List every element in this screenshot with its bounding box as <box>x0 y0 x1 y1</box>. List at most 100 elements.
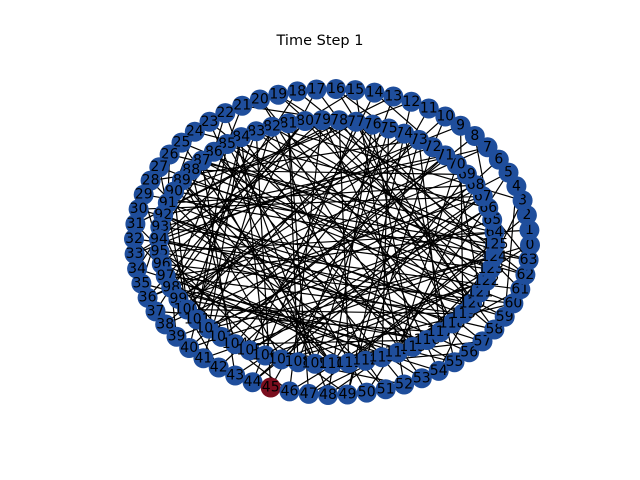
node-45-label: 45 <box>262 380 280 396</box>
node-15-marker <box>345 80 366 101</box>
edge-90-100 <box>173 191 188 310</box>
node-14: 14 <box>364 82 385 103</box>
edge-75-113 <box>381 128 390 358</box>
node-5-label: 5 <box>504 165 513 181</box>
edge-50-85 <box>226 143 368 393</box>
node-34-label: 34 <box>128 261 146 277</box>
node-9-marker <box>450 115 471 136</box>
edge-11-45 <box>270 108 430 388</box>
node-81-label: 81 <box>279 115 297 131</box>
node-21-marker <box>232 95 253 116</box>
node-40: 40 <box>179 338 200 358</box>
edge-69-88 <box>191 169 467 176</box>
node-47-marker <box>298 383 319 404</box>
node-36-label: 36 <box>139 290 157 306</box>
node-45: 45 <box>260 377 281 398</box>
node-7-label: 7 <box>483 139 492 155</box>
node-8: 8 <box>464 126 485 146</box>
node-76: 76 <box>362 114 383 135</box>
node-106-marker <box>255 345 276 366</box>
edge-4-59 <box>504 186 517 317</box>
edge-82-124 <box>271 126 495 258</box>
node-63-marker <box>518 250 539 270</box>
edge-79-96 <box>161 119 323 265</box>
node-17-label: 17 <box>308 82 326 98</box>
node-63: 63 <box>518 250 539 270</box>
node-56: 56 <box>459 342 480 363</box>
edge-30-59 <box>138 208 505 318</box>
node-8-label: 8 <box>470 128 479 144</box>
node-47: 47 <box>298 383 319 404</box>
node-40-label: 40 <box>180 340 198 356</box>
node-24: 24 <box>184 121 205 142</box>
node-53-marker <box>411 368 432 389</box>
node-54-label: 54 <box>430 363 448 379</box>
node-22-label: 22 <box>216 105 234 121</box>
node-14-label: 14 <box>366 85 384 101</box>
edge-88-104 <box>190 170 236 345</box>
node-52-label: 52 <box>395 377 413 393</box>
node-77-label: 77 <box>347 114 365 130</box>
node-54-marker <box>428 360 449 381</box>
node-77-marker <box>346 111 366 132</box>
node-0: 0 <box>520 235 540 256</box>
edge-7-36 <box>147 146 488 299</box>
edge-62-85 <box>226 143 526 276</box>
node-22: 22 <box>215 103 236 124</box>
node-105-marker <box>239 340 260 361</box>
node-31: 31 <box>125 214 146 234</box>
node-114-marker <box>387 342 408 363</box>
node-53-label: 53 <box>413 370 431 386</box>
node-57-label: 57 <box>474 333 492 349</box>
node-26-label: 26 <box>161 147 179 163</box>
node-13-label: 13 <box>384 89 402 105</box>
edge-38-68 <box>164 184 476 325</box>
edge-97-119 <box>165 275 463 315</box>
node-108: 108 <box>285 352 311 373</box>
node-25-label: 25 <box>173 135 191 151</box>
node-41-marker <box>193 348 214 369</box>
node-4-label: 4 <box>512 178 521 194</box>
node-78-marker <box>329 110 350 131</box>
node-79-label: 79 <box>313 112 331 128</box>
node-15-label: 15 <box>346 82 364 98</box>
node-11: 11 <box>418 98 439 119</box>
node-43-marker <box>225 365 246 386</box>
node-43: 43 <box>225 365 246 386</box>
node-19: 19 <box>268 84 289 105</box>
node-53: 53 <box>411 368 432 389</box>
node-40-marker <box>179 338 200 358</box>
node-11-marker <box>418 98 439 119</box>
node-17: 17 <box>306 79 327 100</box>
node-12: 12 <box>401 91 422 112</box>
node-44: 44 <box>242 372 263 393</box>
node-8-marker <box>464 126 485 146</box>
edge-77-118 <box>355 121 453 324</box>
node-58-label: 58 <box>485 322 503 338</box>
node-39-label: 39 <box>168 329 186 345</box>
node-46: 46 <box>279 381 300 402</box>
node-108-marker <box>288 352 308 373</box>
node-109: 109 <box>302 353 328 374</box>
node-80: 80 <box>295 111 316 131</box>
node-51-label: 51 <box>377 381 395 397</box>
node-42-marker <box>208 357 229 378</box>
edge-43-66 <box>234 207 489 377</box>
node-23: 23 <box>199 111 220 132</box>
node-109-marker <box>304 353 325 374</box>
node-29-label: 29 <box>135 187 153 203</box>
node-74: 74 <box>394 123 415 144</box>
node-63-label: 63 <box>520 252 538 268</box>
node-83-label: 83 <box>247 123 265 139</box>
node-76-label: 76 <box>364 117 382 133</box>
node-50-marker <box>356 382 377 403</box>
node-73-label: 73 <box>410 132 428 148</box>
node-6-label: 6 <box>494 152 503 168</box>
node-82-label: 82 <box>263 119 281 135</box>
node-79: 79 <box>312 110 333 131</box>
edge-23-57 <box>209 121 483 342</box>
node-32: 32 <box>124 228 144 249</box>
node-75-marker <box>378 118 399 139</box>
node-17-marker <box>306 79 327 100</box>
node-1-label: 1 <box>525 222 534 238</box>
